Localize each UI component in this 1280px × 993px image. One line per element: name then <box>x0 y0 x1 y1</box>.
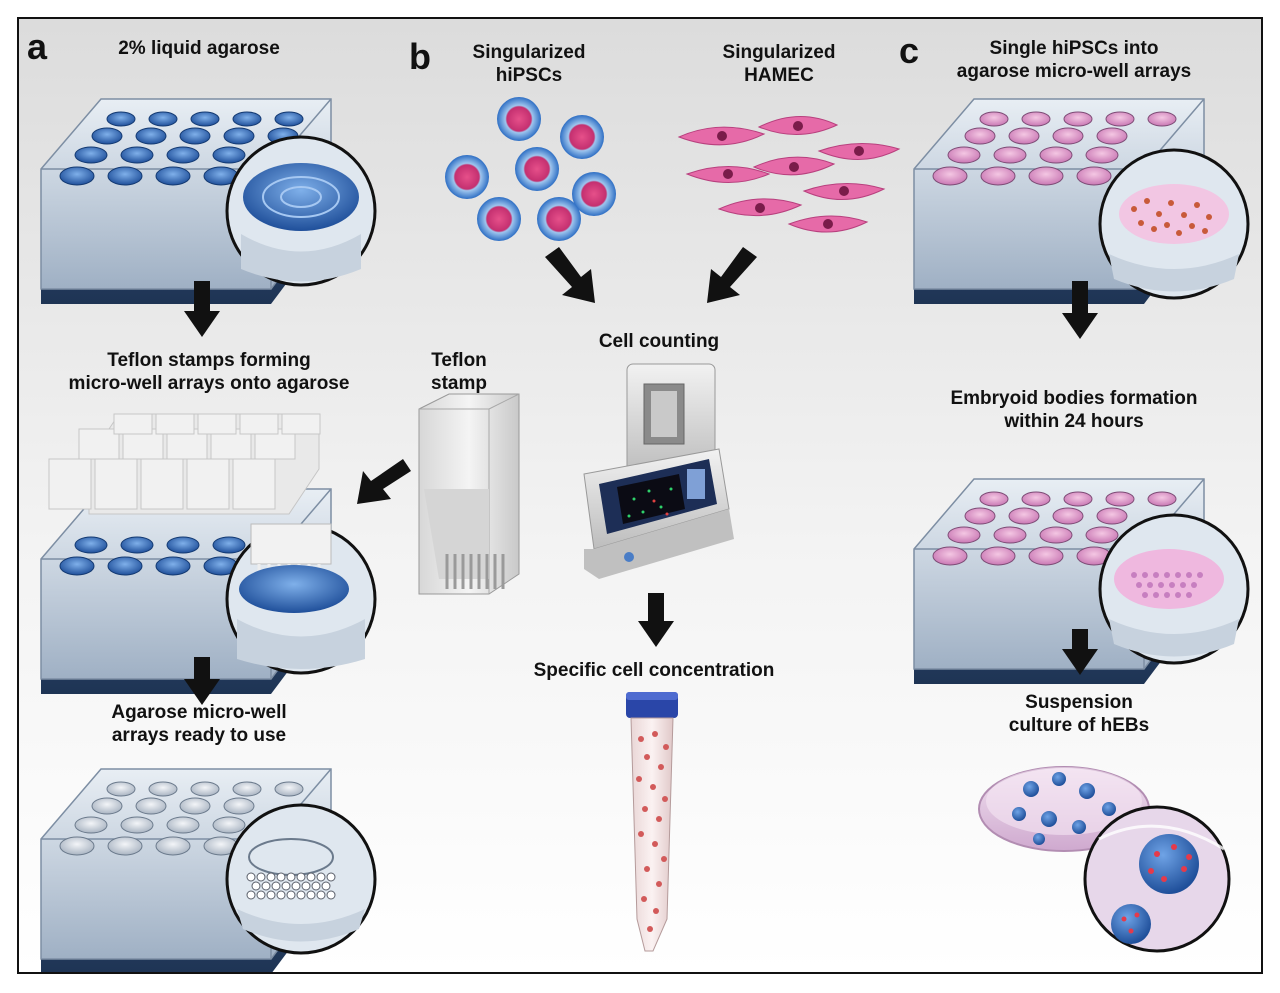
petri-dish <box>978 766 1150 852</box>
magnifier-hebs <box>1083 805 1231 953</box>
arrow-c1 <box>1062 281 1098 339</box>
diagram-artwork <box>40 97 1250 972</box>
label-liquid-agarose: 2% liquid agarose <box>118 38 280 59</box>
label-eb-formation: Embryoid bodies formation within 24 hour… <box>950 388 1198 432</box>
arrow-a1 <box>184 281 220 337</box>
magnifier-agarose <box>225 135 377 287</box>
magnifier-seeded <box>1098 148 1250 300</box>
label-teflon-stamps-forming: Teflon stamps forming micro-well arrays … <box>68 350 350 394</box>
magnifier-eb <box>1098 513 1250 665</box>
arrow-b3 <box>638 593 674 647</box>
hipsc-cells <box>445 97 616 241</box>
stamped-plate <box>40 488 332 695</box>
magnifier-microwells <box>225 803 377 955</box>
hamec-cells <box>677 116 901 233</box>
stamp-blocks <box>48 413 321 515</box>
arrow-stamp <box>357 459 411 504</box>
arrow-b2 <box>707 247 757 303</box>
conical-tube <box>626 692 678 952</box>
panel-letter-a: a <box>27 26 48 67</box>
label-singularized-hipscs: Singularized hiPSCs <box>472 42 586 86</box>
label-suspension-culture: Suspension culture of hEBs <box>1008 692 1150 736</box>
magnifier-stamp <box>225 523 377 675</box>
panel-letter-c: c <box>899 30 920 71</box>
label-teflon-stamp: Teflon stamp <box>431 350 487 394</box>
panel-letter-b: b <box>409 36 431 77</box>
figure-frame: a b c 2% liquid agarose Teflon stamps fo… <box>17 17 1263 974</box>
eb-plate <box>913 478 1205 685</box>
cell-counter-device <box>583 363 734 579</box>
label-singularized-hamec: Singularized HAMEC <box>722 42 836 86</box>
arrow-c2 <box>1062 629 1098 675</box>
teflon-stamp-illustration <box>418 393 520 595</box>
seeded-plate <box>913 98 1205 305</box>
label-arrays-ready: Agarose micro-well arrays ready to use <box>111 702 287 746</box>
microwell-plate <box>40 768 332 972</box>
arrow-b1 <box>545 247 595 303</box>
agarose-plate-1 <box>40 98 332 305</box>
arrow-a2 <box>184 657 220 705</box>
label-specific-cell-concentration: Specific cell concentration <box>533 660 775 681</box>
label-cell-counting: Cell counting <box>598 331 720 352</box>
label-single-hipscs: Single hiPSCs into agarose micro-well ar… <box>956 38 1192 82</box>
